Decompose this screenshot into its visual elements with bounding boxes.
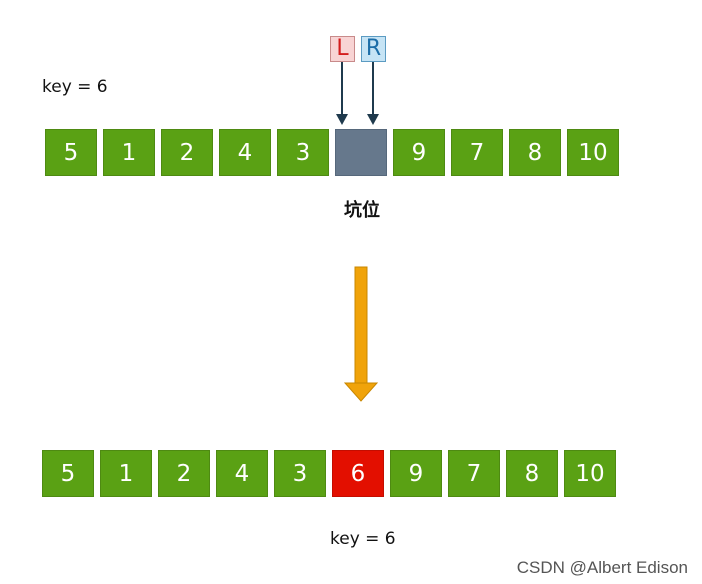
top-cell-5 [335,129,387,176]
top-cell-1: 1 [103,129,155,176]
pointer-l-arrow-head [336,114,348,125]
top-cell-8: 8 [509,129,561,176]
bottom-cell-3: 4 [216,450,268,497]
bottom-cell-2: 2 [158,450,210,497]
pointer-r-box: R [361,36,386,62]
watermark: CSDN @Albert Edison [516,558,688,577]
top-cell-4: 3 [277,129,329,176]
top-cell-2: 2 [161,129,213,176]
top-cell-7: 7 [451,129,503,176]
bottom-cell-4: 3 [274,450,326,497]
bottom-cell-1: 1 [100,450,152,497]
pointer-l-box: L [330,36,355,62]
key-label-bottom: key = 6 [330,529,396,549]
down-arrow-head [343,382,379,402]
bottom-cell-9: 10 [564,450,616,497]
pointer-r-arrow-head [367,114,379,125]
top-cell-6: 9 [393,129,445,176]
key-label-top: key = 6 [42,77,108,97]
bottom-cell-0: 5 [42,450,94,497]
bottom-cell-7: 7 [448,450,500,497]
bottom-cell-6: 9 [390,450,442,497]
hole-label: 坑位 [344,200,380,221]
top-cell-3: 4 [219,129,271,176]
top-cell-9: 10 [567,129,619,176]
top-cell-0: 5 [45,129,97,176]
bottom-cell-8: 8 [506,450,558,497]
bottom-cell-5: 6 [332,450,384,497]
